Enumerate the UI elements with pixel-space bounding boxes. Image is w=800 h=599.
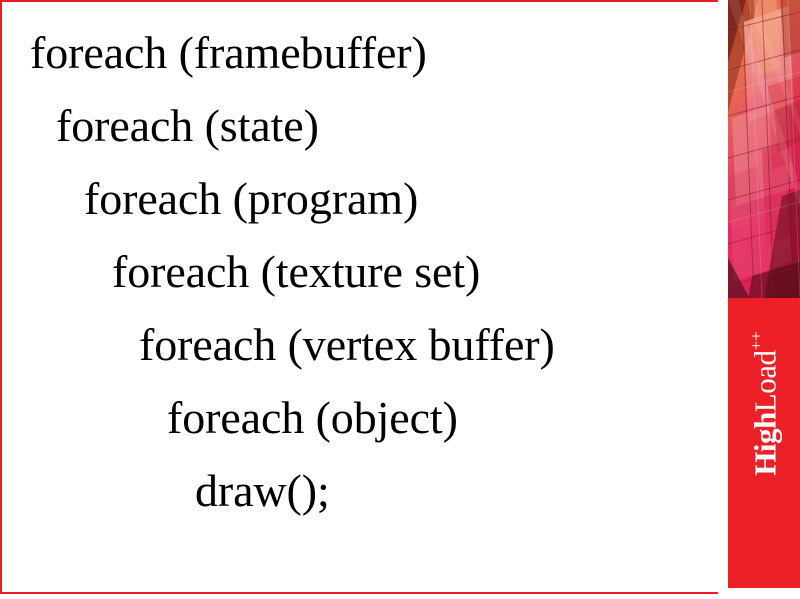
abstract-red-geometry-graphic [728,0,800,299]
code-listing: foreach (framebuffer) foreach (state) fo… [30,27,555,516]
code-line: draw(); [195,465,330,516]
highload-wordmark: HighLoad++ [728,298,800,508]
logo-text-load: Load [747,350,783,412]
code-line: foreach (framebuffer) [30,27,427,78]
code-line: foreach (texture set) [112,246,481,297]
right-rail: HighLoad++ [718,0,800,599]
code-line: foreach (object) [167,392,458,443]
slide-content-frame [0,0,718,594]
code-line: foreach (state) [56,100,319,151]
code-line: foreach (vertex buffer) [139,319,555,370]
code-line: foreach (program) [84,173,419,224]
logo-text-high: High [747,411,783,476]
highload-logo-bar: HighLoad++ [728,298,800,588]
logo-text-plusplus: ++ [746,330,766,351]
